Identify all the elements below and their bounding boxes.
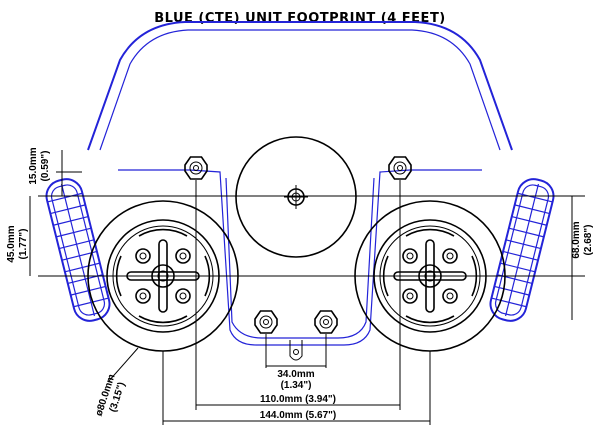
dim-80mm: ø80.0mm (3.15") (94, 347, 139, 418)
dim-45mm: 45.0mm (1.77") (6, 196, 31, 276)
dim-110mm: 110.0mm (3.94") (196, 394, 400, 406)
hex-nut-top-right (388, 156, 412, 180)
dim-15mm-label: 15.0mm (28, 147, 39, 184)
dim-68mm-label: 68.0mm (571, 221, 582, 258)
dim-144mm: 144.0mm (5.67") (163, 410, 430, 422)
key-slot-hole (293, 349, 299, 355)
dim-110mm-label: 110.0mm (3.94") (260, 394, 336, 405)
dim-34mm-inch: (1.34") (281, 380, 312, 391)
hex-nut-bottom-right (314, 310, 338, 334)
dim-45mm-inch: (1.77") (18, 229, 29, 260)
hex-nut-bottom-left (254, 310, 278, 334)
drawing-title: BLUE (CTE) UNIT FOOTPRINT (4 FEET) (154, 11, 446, 26)
dim-34mm-label: 34.0mm (277, 369, 314, 380)
dim-15mm-inch: (0.59") (40, 151, 51, 182)
dim-68mm: 68.0mm (2.68") (571, 196, 594, 320)
dim-34mm: 34.0mm (1.34") (266, 365, 326, 391)
key-slot (289, 340, 303, 361)
unit-body-outline (87, 21, 513, 346)
dim-68mm-inch: (2.68") (583, 225, 594, 256)
dim-144mm-label: 144.0mm (5.67") (260, 410, 336, 421)
center-disc (235, 136, 357, 258)
right-foot-pad (486, 174, 558, 326)
dim-15mm: 15.0mm (0.59") (28, 147, 82, 196)
dim-45mm-label: 45.0mm (6, 225, 17, 262)
hex-nut-top-left (184, 156, 208, 180)
left-foot-pad (42, 174, 114, 326)
